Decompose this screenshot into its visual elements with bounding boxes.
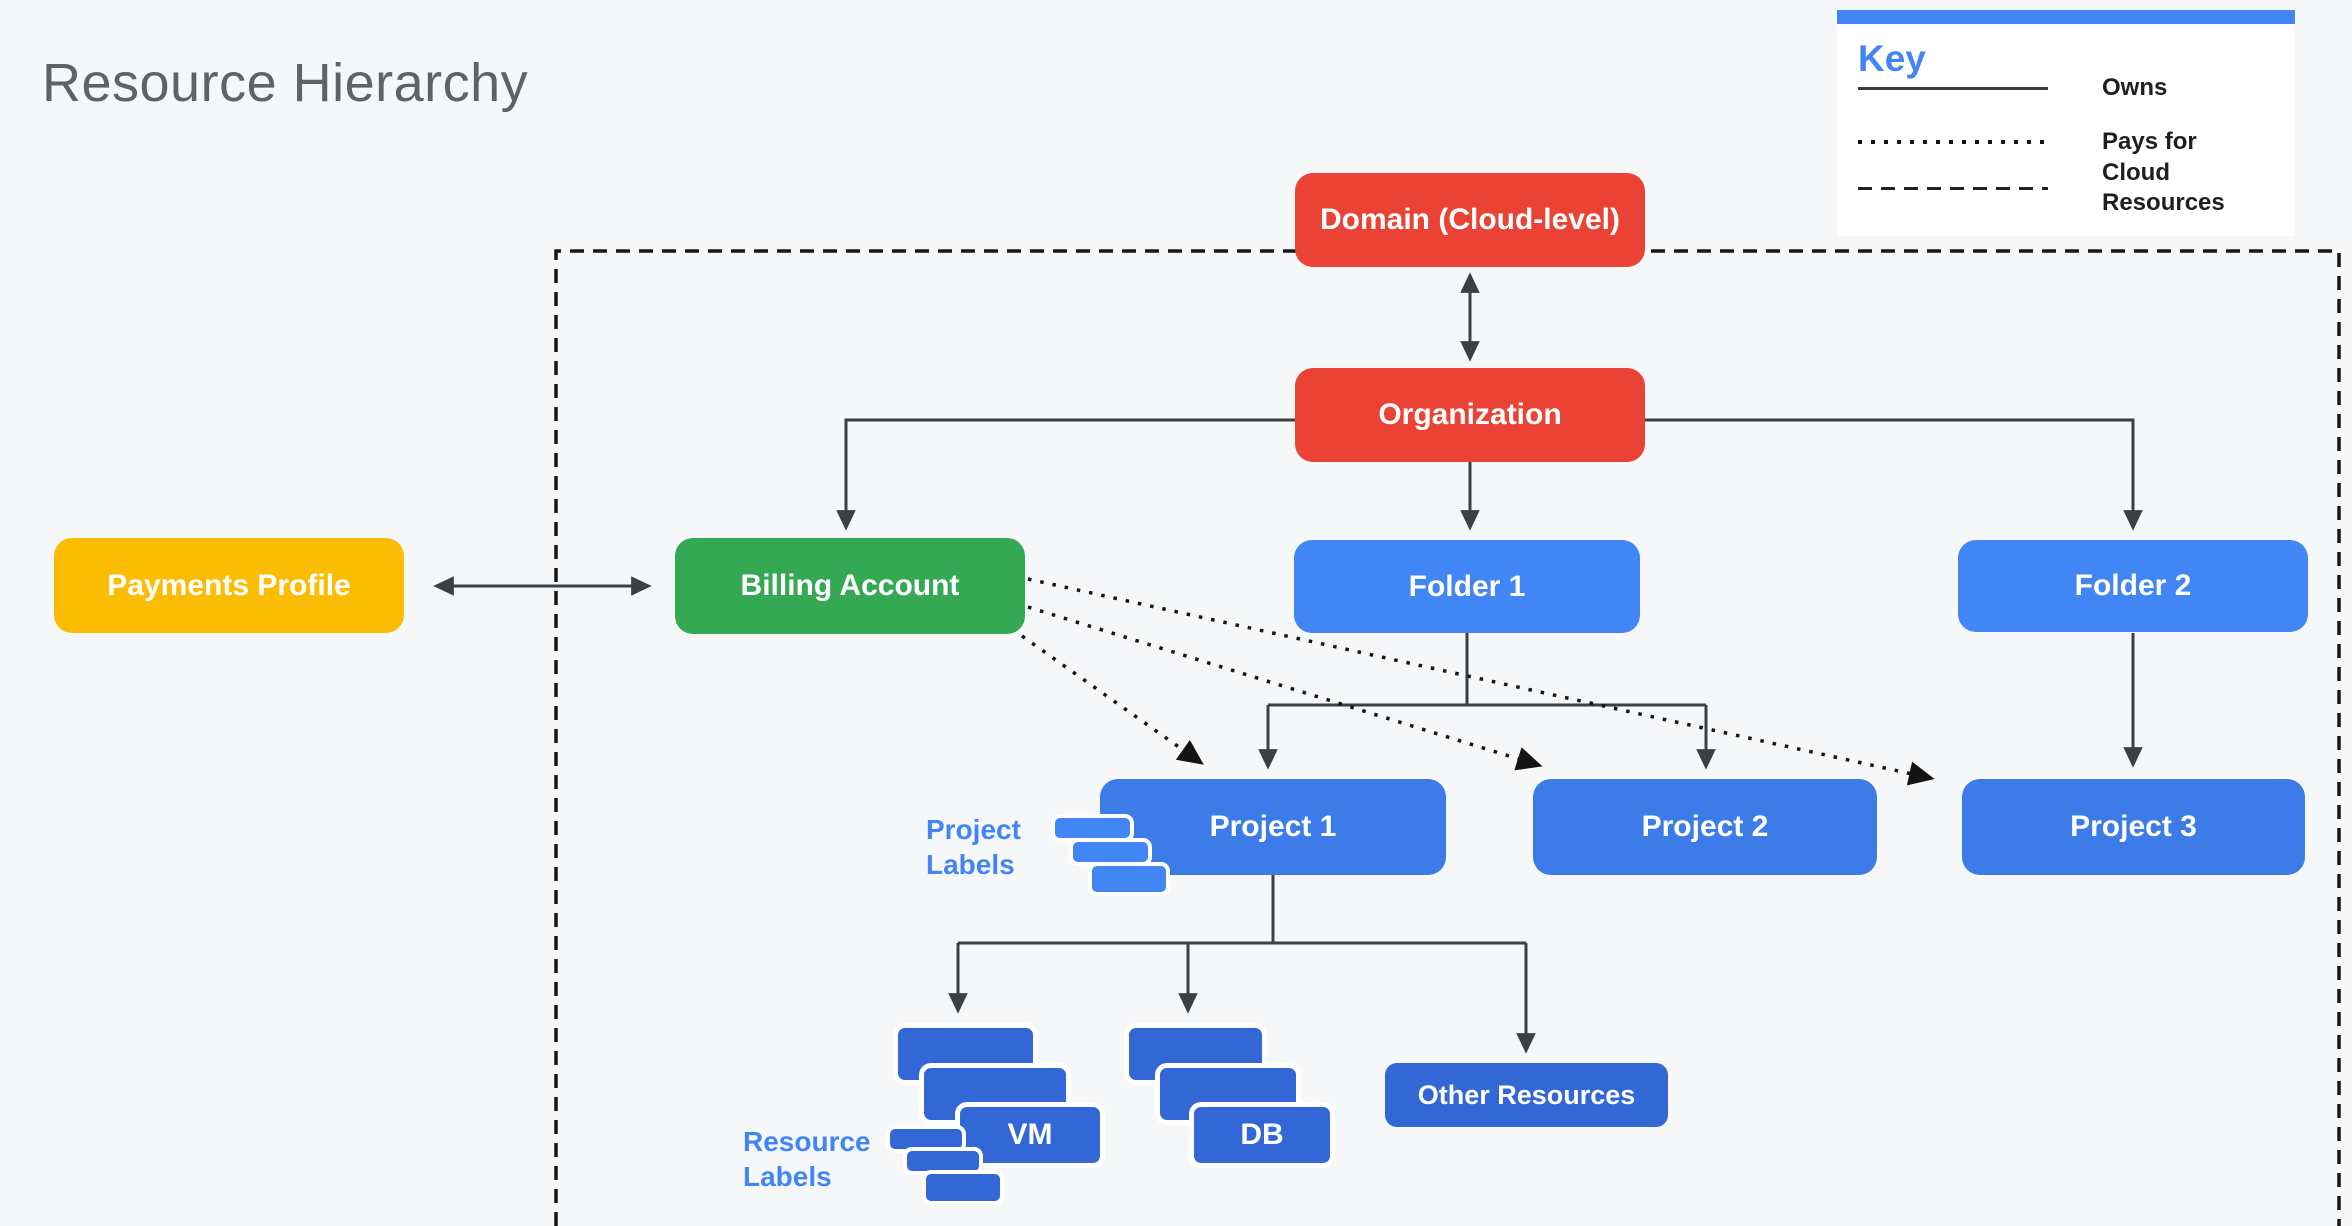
node-domain: Domain (Cloud-level): [1295, 173, 1645, 267]
legend-row-owns: Owns: [1858, 68, 2262, 108]
resource-labels-text: Resource Labels: [743, 1126, 871, 1192]
node-payments-profile: Payments Profile: [54, 538, 404, 633]
legend-row-pays-for: Pays for: [1858, 122, 2262, 162]
connector-billing-pays-project-2: [1027, 605, 1543, 771]
connector-folder-1-split: [1268, 633, 1706, 707]
connector-project-1-split: [958, 875, 1526, 945]
resource-label-card: [922, 1170, 1004, 1205]
cloud-resources-label: Cloud Resources: [2102, 159, 2225, 216]
key-title: Key: [1858, 38, 1926, 79]
pays-for-label: Pays for: [2102, 128, 2197, 155]
node-billing-account: Billing Account: [675, 538, 1025, 634]
node-project-1: Project 1: [1100, 779, 1446, 875]
connector-billing-pays-project-1: [1020, 634, 1204, 765]
key-accent-bar: [1837, 10, 2295, 24]
cloud-resources-line-sample: [1858, 186, 2048, 190]
key-card: Key Owns Pays for Cloud Resources: [1837, 10, 2295, 236]
node-project-2: Project 2: [1533, 779, 1877, 875]
owns-line-sample: [1858, 86, 2048, 90]
node-other-resources: Other Resources: [1385, 1063, 1668, 1127]
node-folder-2: Folder 2: [1958, 540, 2308, 632]
legend-row-cloud-resources: Cloud Resources: [1858, 156, 2262, 220]
connector-organization-billing-account: [836, 418, 1295, 531]
owns-label: Owns: [2102, 74, 2168, 101]
project-labels-text: Project Labels: [926, 814, 1021, 880]
project-label-card: [1088, 862, 1170, 896]
pays-for-line-sample: [1858, 140, 2048, 144]
node-project-3: Project 3: [1962, 779, 2305, 875]
db-stack-front-card: DB: [1189, 1102, 1335, 1168]
connector-organization-folder-2: [1645, 418, 2143, 531]
node-folder-1: Folder 1: [1294, 540, 1640, 633]
node-organization: Organization: [1295, 368, 1645, 462]
page-title: Resource Hierarchy: [42, 53, 529, 113]
